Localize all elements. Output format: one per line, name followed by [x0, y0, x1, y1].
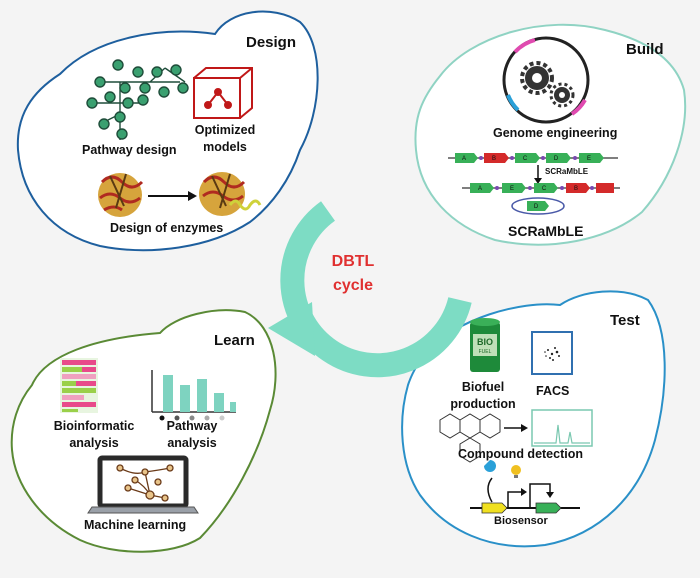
chromatogram-icon — [531, 409, 593, 447]
test-title: Test — [610, 312, 640, 329]
pathway-network-icon — [86, 59, 189, 140]
plasmid-gears-icon — [502, 36, 590, 124]
barrel-label-bio: BIO — [477, 337, 493, 347]
cube-model-icon — [193, 67, 253, 119]
gene-top-C: C — [523, 156, 528, 162]
genome-engineering-label: Genome engineering — [493, 126, 618, 140]
scramble-arrowhead — [534, 178, 542, 184]
gene-mid-C: C — [542, 186, 547, 192]
enzyme-arrowhead — [188, 191, 197, 201]
facs-label: FACS — [536, 384, 570, 398]
gene-mid-A: A — [478, 186, 482, 192]
machine-learning-label: Machine learning — [84, 518, 187, 532]
gene-mid-B: B — [574, 186, 578, 192]
optimized-models-label: Optimized models — [194, 123, 256, 154]
dbtl-line2: cycle — [332, 277, 374, 294]
gene-circle-bottom — [511, 197, 565, 215]
gene-row-top — [448, 153, 618, 163]
barrel-label-fuel: FUEL — [479, 349, 492, 355]
facs-plot-icon — [531, 331, 573, 375]
dbtl-label: DBTL cycle — [318, 253, 388, 295]
pathway-analysis-label: Pathway analysis — [166, 419, 218, 450]
enzyme-structure-icon-right — [199, 172, 262, 216]
bioinformatic-analysis-label: Bioinformatic analysis — [53, 419, 135, 450]
gene-row-mid — [462, 183, 620, 193]
learn-title: Learn — [214, 332, 255, 349]
design-of-enzymes-label: Design of enzymes — [110, 221, 224, 235]
compound-arrowhead — [521, 424, 528, 432]
gene-mid-E: E — [510, 186, 514, 192]
laptop-network-icon — [87, 455, 199, 514]
cycle-arrowhead — [268, 302, 315, 356]
cycle-arrow — [280, 201, 472, 378]
enzyme-structure-icon-left — [98, 173, 144, 217]
scramble-big-label: SCRaMbLE — [508, 223, 584, 239]
biosensor-label: Biosensor — [494, 515, 548, 527]
gene-top-B: B — [492, 156, 496, 162]
design-title: Design — [246, 34, 297, 51]
biofuel-production-label: Biofuel production — [450, 380, 516, 411]
pathway-design-label: Pathway design — [82, 143, 177, 157]
biosensor-circuit-icon — [470, 460, 580, 514]
gene-top-A: A — [462, 156, 466, 162]
gene-top-E: E — [587, 156, 591, 162]
scramble-small-label: SCRaMbLE — [545, 167, 589, 176]
gene-bottom-D: D — [534, 204, 539, 210]
heatmap-icon — [60, 358, 98, 413]
gene-top-D: D — [554, 156, 559, 162]
bar-chart-icon — [151, 370, 236, 421]
build-title: Build — [626, 41, 664, 58]
compound-detection-label: Compound detection — [458, 447, 583, 461]
dbtl-line1: DBTL — [331, 253, 375, 270]
molecule-structure-icon — [439, 413, 501, 463]
biofuel-barrel-icon: BIO FUEL — [470, 318, 500, 372]
